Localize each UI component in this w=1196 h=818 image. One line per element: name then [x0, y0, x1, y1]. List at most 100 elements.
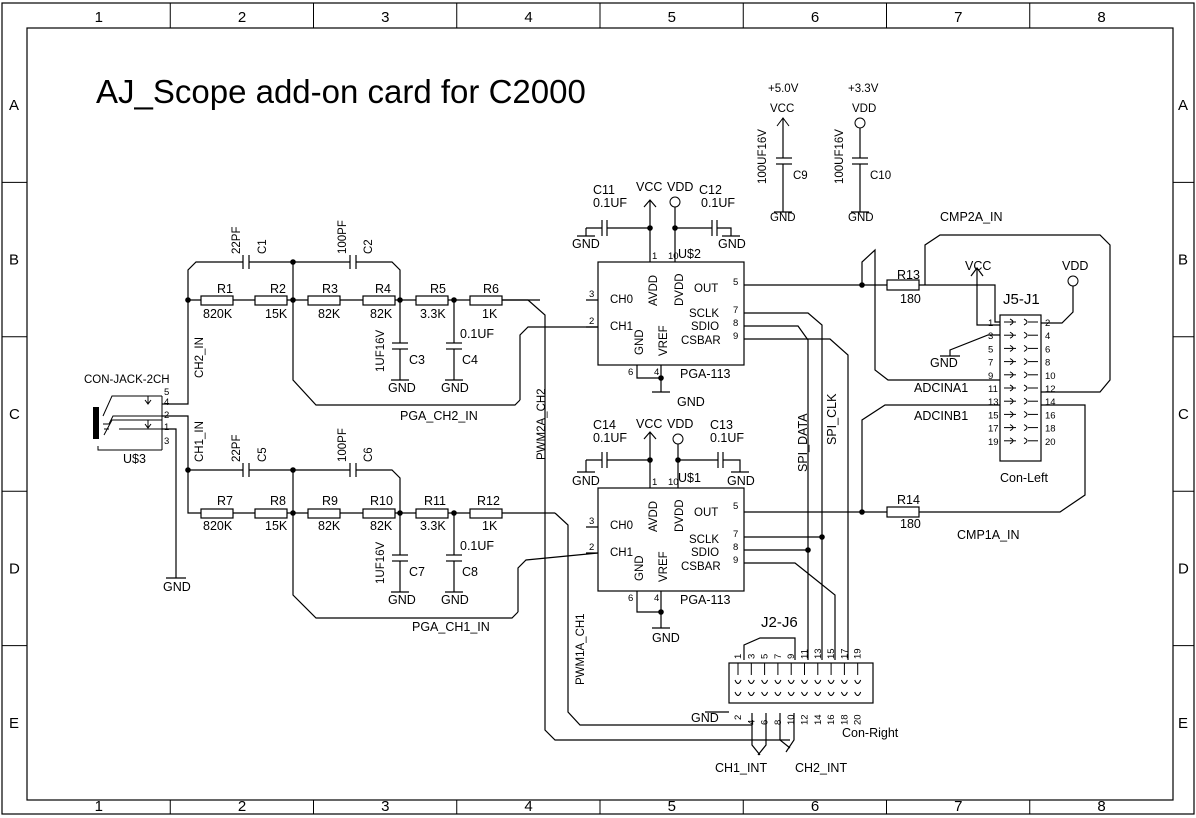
u2-gnd-label: GND	[677, 395, 705, 409]
r5-ref: R5	[430, 282, 446, 296]
r11-ref: R11	[424, 494, 446, 508]
jack-pin-4: 4	[164, 397, 169, 408]
c10-gnd-label: GND	[848, 212, 874, 224]
u2-vref: VREF	[658, 325, 670, 356]
u2-dvdd: DVDD	[674, 273, 686, 306]
j5-pin-label: 18	[1045, 424, 1056, 435]
r11-value: 3.3K	[420, 519, 446, 533]
vdd-label: VDD	[852, 103, 876, 115]
c8-ref: C8	[462, 565, 478, 579]
u1-vcc: VCC	[636, 417, 662, 431]
u2-pin8: 8	[733, 318, 738, 329]
r2-ref: R2	[270, 282, 286, 296]
j5-pin-contact	[1023, 397, 1028, 405]
u1-ch1: CH1	[610, 547, 633, 559]
j2-pin-label: 8	[773, 720, 784, 725]
j2-pin-label: 12	[800, 714, 811, 725]
j5-pin-contact	[1023, 344, 1028, 352]
u2-type: PGA-113	[680, 367, 731, 381]
frame-row-label-left: A	[9, 97, 19, 114]
c10-value: 100UF16V	[834, 129, 846, 184]
j5-pin-label: 16	[1045, 410, 1056, 421]
frame-col-label-top: 8	[1097, 9, 1105, 26]
jack-pin-3: 3	[164, 436, 169, 447]
j5-pin-label: 14	[1045, 397, 1056, 408]
j2-pin-contact	[787, 679, 795, 684]
frame-row-label-left: B	[9, 252, 19, 269]
j5-pin-contact	[1023, 331, 1028, 339]
r14-ref: R14	[897, 493, 920, 507]
ch2-input-network: 22PF C1 100PF C2 R1 820K R2 15K R3 82K R…	[162, 220, 790, 741]
net-ch2-int: CH2_INT	[795, 761, 847, 775]
j2-pin-contact	[827, 679, 835, 684]
r10-value: 82K	[370, 519, 393, 533]
r5-value: 3.3K	[420, 307, 446, 321]
ch1-input-network: GND 22PF C5 100PF	[162, 415, 752, 726]
r8-value: 15K	[265, 519, 288, 533]
u2-vcc: VCC	[636, 180, 662, 194]
r10-ref: R10	[370, 494, 393, 508]
u1-csbar: CSBAR	[681, 561, 721, 573]
net-adcinb1: ADCINB1	[914, 409, 968, 423]
c11-ref: C11	[593, 183, 615, 197]
j2-pin-contact	[814, 691, 822, 696]
pga113-u2: 3 2 CH0 CH1 AVDD DVDD GND VREF OUT SCLK …	[572, 180, 746, 409]
c1-ref: C1	[257, 239, 269, 254]
u1-vref: VREF	[658, 551, 670, 582]
r9-ref: R9	[322, 494, 338, 508]
u1-pin7: 7	[733, 529, 738, 540]
j5-pin-label: 19	[988, 437, 999, 448]
j2-pin-label: 16	[826, 714, 837, 725]
j2-pin-contact	[814, 679, 822, 684]
c11-gnd: GND	[572, 237, 600, 251]
c13-ref: C13	[710, 418, 733, 432]
j2-pin-label: 15	[826, 648, 837, 659]
c9-ref: C9	[793, 170, 808, 182]
u1-pin6: 6	[628, 593, 633, 604]
net-cmp1a-in: CMP1A_IN	[957, 528, 1020, 542]
r13-ref: R13	[897, 268, 920, 282]
u1-pin8: 8	[733, 542, 738, 553]
frame-col-label-top: 4	[524, 9, 532, 26]
j2-pin-label: 18	[839, 714, 850, 725]
frame-col-label-top: 5	[668, 9, 676, 26]
j2-pin-contact	[801, 691, 808, 696]
j2-pin-label: 14	[813, 714, 824, 725]
u1-avdd: AVDD	[648, 501, 660, 532]
u1-sdio: SDIO	[691, 547, 719, 559]
frame-col-label-top: 7	[954, 9, 962, 26]
u2-pin10: 10	[668, 251, 679, 262]
r8-ref: R8	[270, 494, 286, 508]
frame-col-label-bottom: 3	[381, 798, 389, 815]
supply-vdd-c10: +3.3V VDD 100UF16V C10 GND	[834, 83, 891, 224]
net-ch2-in: CH2_IN	[194, 337, 206, 378]
u1-gnd-label: GND	[652, 631, 680, 645]
jack-ref: U$3	[123, 452, 146, 466]
j2-pin-contact	[761, 679, 769, 684]
j2-pin-label: 3	[746, 654, 757, 659]
j5-pin-contact	[1023, 424, 1028, 432]
j2-pin-contact	[840, 679, 848, 684]
net-pwm1a-ch1: PWM1A_CH1	[575, 613, 587, 685]
r12-value: 1K	[482, 519, 498, 533]
j2-pin-contact	[761, 691, 769, 696]
frame-col-label-bottom: 2	[238, 798, 246, 815]
j5-pin-label: 5	[988, 344, 993, 355]
c3-ref: C3	[409, 353, 425, 367]
j5-pin-contact	[1023, 371, 1028, 379]
j2-pin-label: 10	[786, 714, 797, 725]
j2-pin-label: 9	[786, 654, 797, 659]
j2-pin-contact	[734, 679, 742, 684]
c4-ref: C4	[462, 353, 478, 367]
net-pga-ch2-in: PGA_CH2_IN	[400, 409, 478, 423]
c9-gnd-label: GND	[770, 212, 796, 224]
supply-vcc-c9: +5.0V VCC 100UF16V C9 GND	[757, 83, 808, 224]
u2-csbar: CSBAR	[681, 335, 721, 347]
c10-ref: C10	[870, 170, 891, 182]
j2-pin-label: 2	[733, 715, 744, 720]
j5-pin-label: 12	[1045, 384, 1056, 395]
c4-gnd: GND	[441, 381, 469, 395]
